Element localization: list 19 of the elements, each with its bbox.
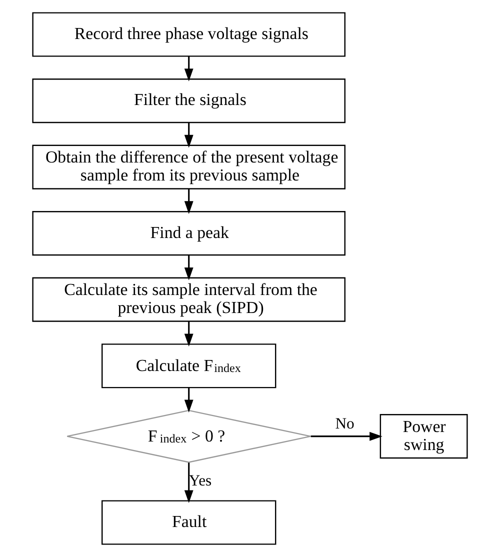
edge-label: No xyxy=(334,415,354,432)
node-box: Calculate its sample interval from the previous peak (SIPD) xyxy=(32,277,345,322)
node-box: Obtain the difference of the present voltage sample from its previous sample xyxy=(32,144,345,190)
node-diamond: Findex > 0 ? xyxy=(66,410,311,463)
arrow xyxy=(184,255,193,280)
node-box: Find a peak xyxy=(32,211,345,256)
node-box: Filter the signals xyxy=(32,78,345,124)
arrow xyxy=(310,432,382,441)
arrow xyxy=(184,321,193,346)
arrow xyxy=(184,122,193,148)
arrow xyxy=(184,188,193,214)
node-box: Calculate Findex xyxy=(101,344,276,388)
node-box: Fault xyxy=(101,500,276,545)
arrow xyxy=(184,462,193,504)
arrow xyxy=(184,56,193,82)
edge-label: Yes xyxy=(188,472,212,490)
node-box: Power swing xyxy=(379,414,468,459)
arrow xyxy=(184,388,193,413)
node-box: Record three phase voltage signals xyxy=(32,12,345,57)
